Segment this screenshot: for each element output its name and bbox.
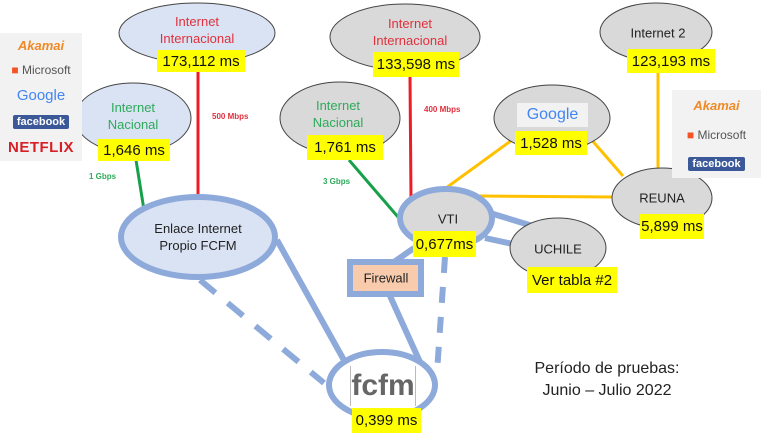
akamai-logo: Akamai: [693, 97, 740, 113]
node-enlace: [118, 194, 278, 280]
link-red-right: [408, 76, 413, 199]
nac-right-latency: 1,761 ms: [307, 135, 383, 160]
microsoft-logo: ■ Microsoft: [11, 63, 71, 78]
intl-right-latency: 133,598 ms: [373, 52, 459, 77]
facebook-logo: facebook: [12, 114, 70, 129]
link-orange-vti-reuna: [479, 194, 614, 199]
link-firewall-fcfm: [387, 294, 423, 364]
content-providers-right: Akamai ■ Microsoft facebook: [672, 90, 761, 178]
akamai-logo: Akamai: [17, 38, 65, 54]
test-period-line-2: Junio – Julio 2022: [542, 382, 672, 399]
link-green-right: [347, 159, 400, 218]
vti-latency: 0,677ms: [413, 231, 476, 257]
link-vti-fcfm-dashed: [434, 256, 448, 373]
test-period-line-1: Período de pruebas:: [534, 360, 680, 377]
netflix-logo: NETFLIX: [8, 138, 74, 156]
internet2-latency: 123,193 ms: [627, 49, 715, 73]
reuna-latency: 5,899 ms: [640, 214, 704, 239]
google-logo: Google: [16, 87, 66, 105]
bandwidth-left-nac: 1 Gbps: [89, 172, 117, 181]
reuna-label: REUNA: [639, 190, 685, 206]
intl-left-latency: 173,112 ms: [157, 50, 245, 72]
facebook-logo: facebook: [688, 156, 745, 171]
fcfm-latency: 0,399 ms: [352, 408, 421, 433]
link-green-left: [134, 159, 146, 211]
bandwidth-right-nac: 3 Gbps: [323, 177, 351, 186]
link-enlace-fcfm-dashed: [198, 277, 326, 386]
node-firewall: [347, 259, 424, 297]
uchile-label: UCHILE: [534, 241, 582, 257]
bandwidth-right-intl: 400 Mbps: [424, 105, 461, 114]
content-providers-left: Akamai ■ Microsoft Google facebook NETFL…: [0, 33, 82, 161]
nac-left-latency: 1,646 ms: [98, 139, 170, 161]
link-enlace-fcfm: [274, 238, 348, 364]
microsoft-logo-text: Microsoft: [697, 127, 747, 142]
microsoft-logo-text: Microsoft: [21, 63, 71, 78]
microsoft-logo: ■ Microsoft: [686, 127, 747, 142]
bandwidth-left-intl: 500 Mbps: [212, 112, 249, 121]
firewall-label: Firewall: [363, 270, 409, 286]
vti-label: VTI: [437, 211, 459, 227]
test-period: Período de pruebas: Junio – Julio 2022: [507, 358, 707, 402]
fcfm-logo: fcfm: [350, 366, 416, 406]
link-orange-google-reuna: [588, 137, 625, 177]
link-orange-vti-google: [445, 138, 513, 190]
uchile-latency: Ver tabla #2: [527, 267, 617, 293]
internet2-label: Internet 2: [630, 25, 686, 41]
google-node-logo: Google: [517, 103, 588, 127]
google-latency: 1,528 ms: [515, 131, 587, 155]
